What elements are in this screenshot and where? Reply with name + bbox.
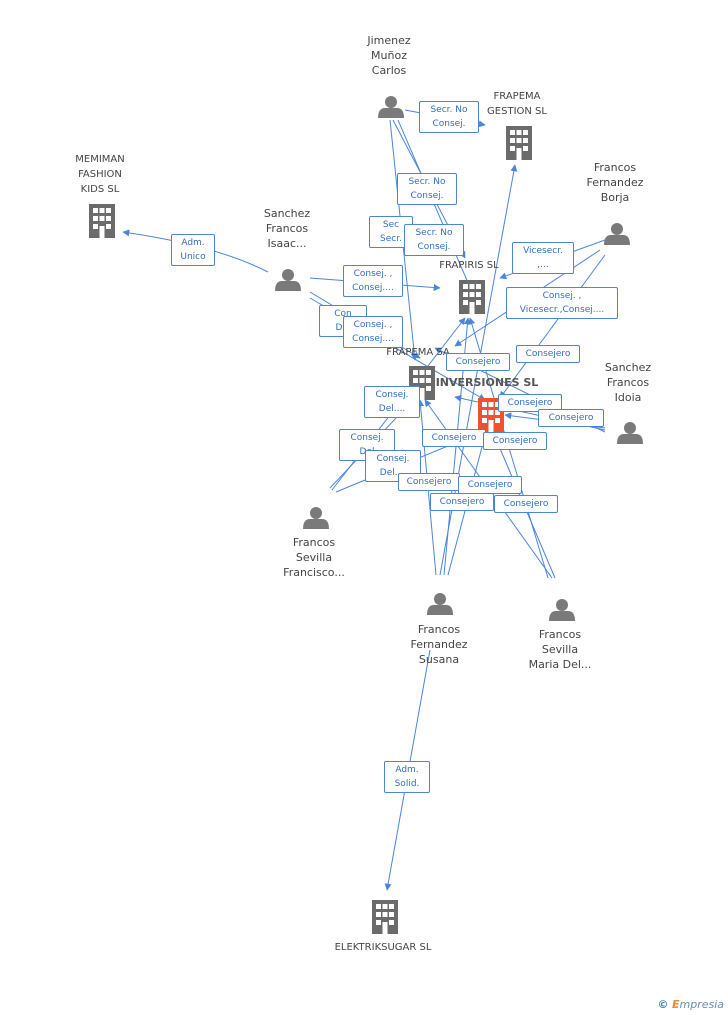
relation-label[interactable]: Secr. No Consej. <box>419 101 479 133</box>
company-label[interactable]: ELEKTRIKSUGAR SL <box>334 942 432 953</box>
person-icon[interactable] <box>427 593 453 615</box>
relation-label[interactable]: Consejero <box>422 429 486 447</box>
relation-label[interactable]: Consejero <box>498 394 562 412</box>
person-label[interactable]: Francos Sevilla Maria Del... <box>528 628 592 671</box>
relation-label[interactable]: Secr. No Consej. <box>404 224 464 256</box>
person-label[interactable]: Francos Fernandez Borja <box>586 161 644 204</box>
person-icon[interactable] <box>378 96 404 118</box>
relation-label[interactable]: Consej. , Consej.... <box>343 265 403 297</box>
building-icon[interactable] <box>89 204 115 238</box>
relation-label[interactable]: Consejero <box>430 493 494 511</box>
person-icon[interactable] <box>303 507 329 529</box>
relation-label[interactable]: Consej. Del.... <box>364 386 420 418</box>
relation-label[interactable]: Consejero <box>483 432 547 450</box>
person-icon[interactable] <box>549 599 575 621</box>
company-label[interactable]: FRAPIRIS SL <box>439 260 499 271</box>
relation-label[interactable]: Consejero <box>494 495 558 513</box>
person-icon[interactable] <box>617 422 643 444</box>
relation-label[interactable]: Consejero <box>516 345 580 363</box>
relation-label[interactable]: Secr. No Consej. <box>397 173 457 205</box>
edge <box>499 254 606 399</box>
person-label[interactable]: Jimenez Muñoz Carlos <box>367 34 411 77</box>
copyright-icon: © <box>657 998 669 1011</box>
main-company-label[interactable]: INVERSIONES SL <box>435 376 539 389</box>
building-icon[interactable] <box>459 280 485 314</box>
person-icon[interactable] <box>604 223 630 245</box>
brand-watermark: © Empresia <box>657 998 724 1011</box>
relation-label[interactable]: Adm. Unico <box>171 234 215 266</box>
relation-label[interactable]: Adm. Solid. <box>384 761 430 793</box>
relation-label[interactable]: Consejero <box>398 473 460 491</box>
company-label[interactable]: FRAPEMA GESTION SL <box>487 91 547 117</box>
person-icon[interactable] <box>275 269 301 291</box>
relation-label[interactable]: Vicesecr. ,... <box>512 242 574 274</box>
relation-label[interactable]: Consej. , Vicesecr.,Consej.... <box>506 287 618 319</box>
building-icon[interactable] <box>372 900 398 934</box>
relation-label[interactable]: Consej. , Consej.... <box>343 316 403 348</box>
relation-label[interactable]: Consej. Del.... <box>365 450 421 482</box>
building-icon[interactable] <box>506 126 532 160</box>
relation-label[interactable]: Consejero <box>538 409 604 427</box>
brand-name: mpresia <box>679 998 724 1011</box>
brand-initial: E <box>671 998 680 1011</box>
person-label[interactable]: Francos Sevilla Francisco... <box>283 536 345 579</box>
person-label[interactable]: Francos Fernandez Susana <box>410 623 468 666</box>
company-label[interactable]: FRAPEMA SA <box>386 347 450 358</box>
person-label[interactable]: Sanchez Francos Idoia <box>604 361 652 404</box>
relation-label[interactable]: Consejero <box>458 476 522 494</box>
relation-label[interactable]: Consejero <box>446 353 510 371</box>
person-label[interactable]: Sanchez Francos Isaac... <box>263 207 311 250</box>
company-label[interactable]: MEMIMAN FASHION KIDS SL <box>75 154 125 195</box>
edge <box>397 119 473 293</box>
